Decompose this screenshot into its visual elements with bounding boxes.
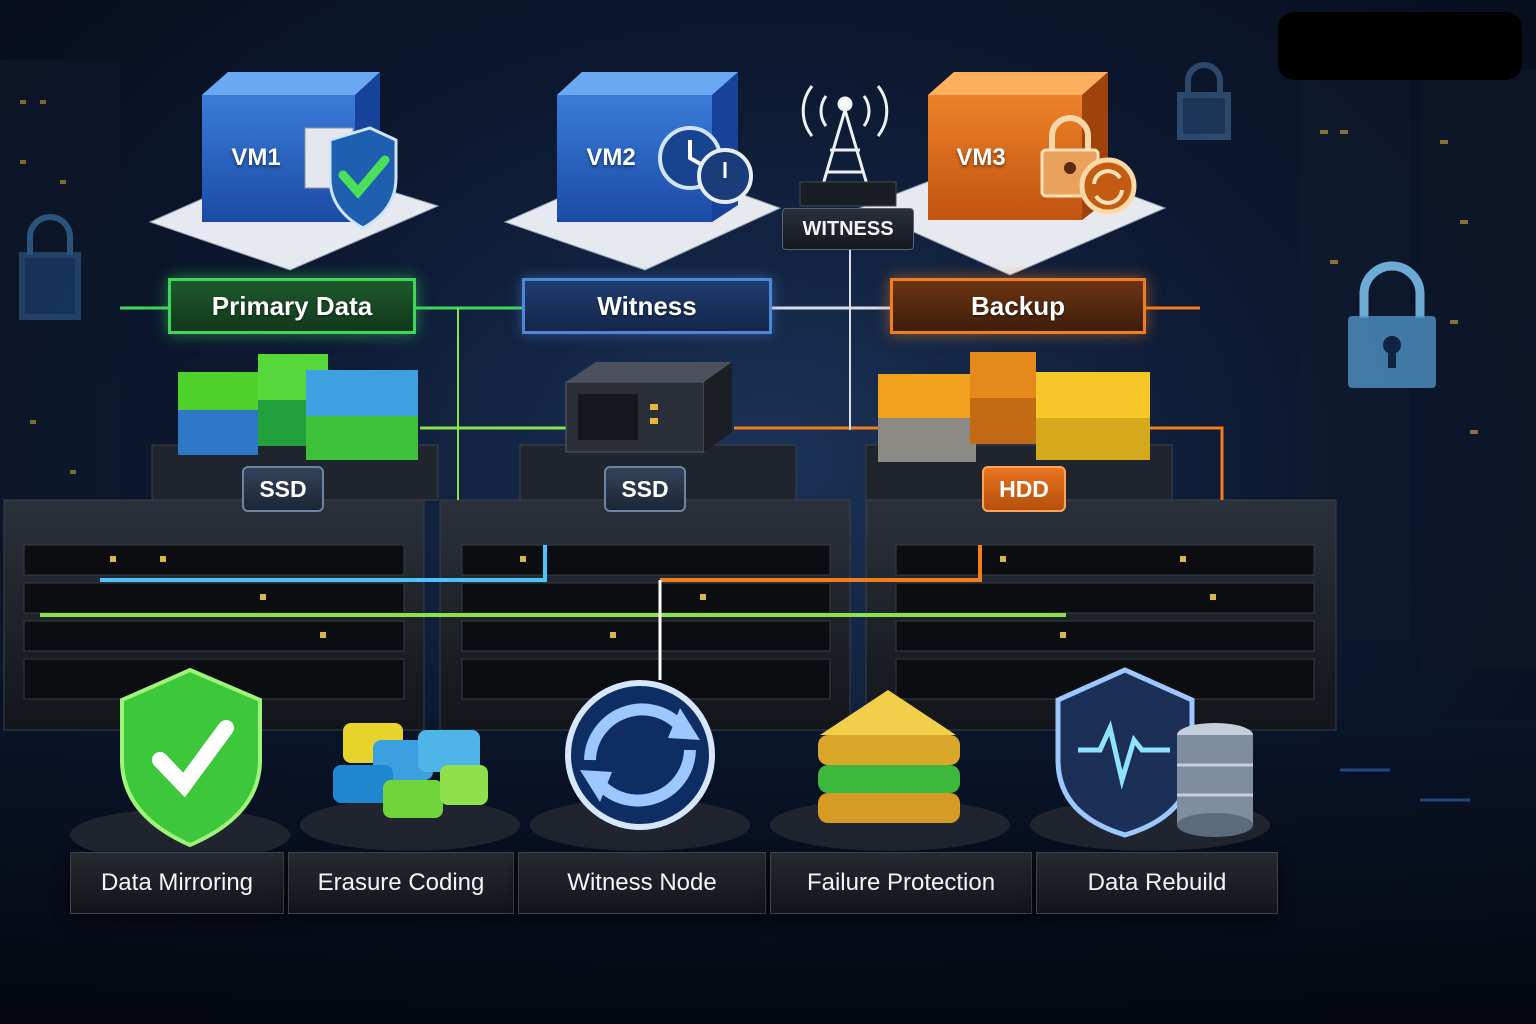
feature-failure-protection: Failure Protection xyxy=(770,852,1032,914)
tier-witness: Witness xyxy=(522,278,772,334)
padlock-icon xyxy=(1348,261,1436,388)
disk-label-ssd: SSD xyxy=(242,466,324,512)
clock-icon xyxy=(658,126,753,204)
gold-storage-icon xyxy=(818,690,960,823)
sync-icon xyxy=(1079,157,1137,215)
disk-label-hdd: HDD xyxy=(982,466,1066,512)
tier-backup: Backup xyxy=(890,278,1146,334)
redaction-box xyxy=(1278,12,1522,80)
padlock-icon xyxy=(19,214,81,320)
padlock-icon xyxy=(1177,62,1231,140)
database-stack-icon xyxy=(1177,723,1253,837)
antenna-tower-icon xyxy=(801,85,889,189)
disk-label-ssd: SSD xyxy=(604,466,686,512)
connection-lines xyxy=(40,250,1224,680)
feature-erasure-coding: Erasure Coding xyxy=(288,852,514,914)
vm3-label: VM3 xyxy=(956,144,1006,171)
tier-primary-data: Primary Data xyxy=(168,278,416,334)
feature-data-mirroring: Data Mirroring xyxy=(70,852,284,914)
witness-tower-label: WITNESS xyxy=(782,208,914,250)
shield-check-icon xyxy=(304,126,398,230)
feature-witness-node: Witness Node xyxy=(518,852,766,914)
cube-cluster-icon xyxy=(333,723,488,818)
heartbeat-shield-icon xyxy=(1055,667,1195,838)
shield-check-icon xyxy=(120,667,262,848)
vm2-label: VM2 xyxy=(586,144,636,171)
sync-icon xyxy=(565,680,715,830)
vm1-label: VM1 xyxy=(231,144,281,171)
feature-data-rebuild: Data Rebuild xyxy=(1036,852,1278,914)
